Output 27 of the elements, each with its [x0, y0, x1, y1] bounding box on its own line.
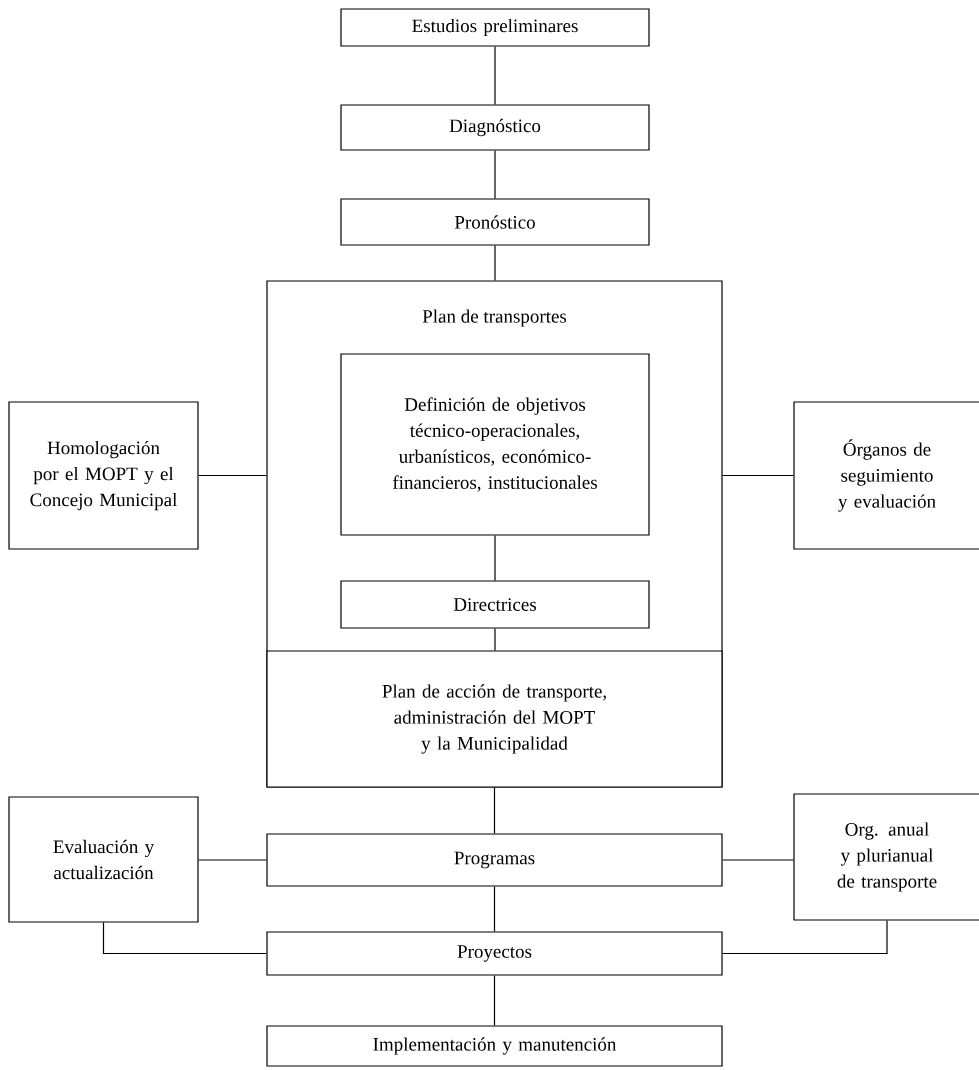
- connector-line: [722, 920, 888, 955]
- side-box: Órganos de seguimiento y evaluación: [793, 401, 979, 550]
- process-box: Programas: [266, 833, 723, 887]
- connector-line: [493, 886, 496, 932]
- process-box: Pronóstico: [340, 198, 650, 246]
- connector-line: [494, 46, 496, 105]
- connector-line: [198, 859, 267, 861]
- process-box: Diagnóstico: [340, 104, 650, 151]
- side-box: Org. anual y plurianual de transporte: [793, 793, 979, 921]
- action-plan-box: Plan de acción de transporte, administración del MOPT y la Municipalidad: [266, 650, 723, 788]
- connector-line: [494, 535, 496, 581]
- process-box: Estudios preliminares: [340, 8, 650, 47]
- connector-line: [198, 474, 267, 477]
- process-box: Directrices: [340, 580, 650, 629]
- connector-line: [722, 474, 794, 477]
- connector-line: [493, 975, 496, 1026]
- connector-line: [494, 150, 496, 199]
- objectives-box: Definición de objetivos técnico-operacionales, urbanísticos, económico-financieros, institucionales: [340, 353, 650, 536]
- connector-line: [493, 787, 496, 834]
- connector-line: [102, 922, 267, 955]
- side-box: Homologación por el MOPT y el Concejo Municipal: [8, 401, 199, 550]
- connector-line: [494, 628, 496, 651]
- connector-line: [494, 245, 496, 281]
- process-box: Proyectos: [266, 931, 723, 976]
- side-box: Evaluación y actualización: [8, 796, 199, 923]
- connector-line: [722, 859, 794, 861]
- process-box: Implementación y manutención: [266, 1025, 723, 1067]
